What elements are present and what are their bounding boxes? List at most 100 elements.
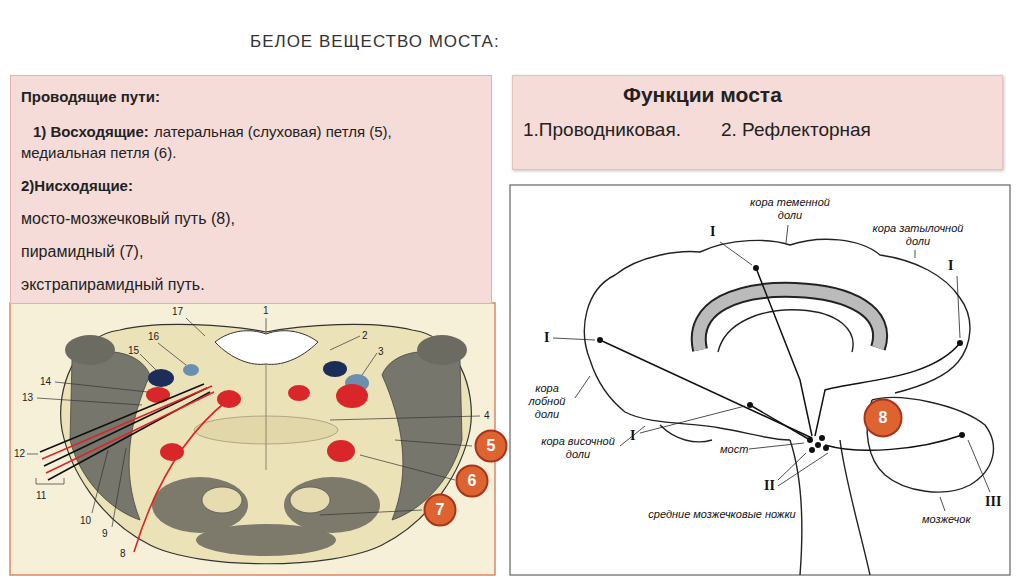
- pathway-numeral: II: [764, 478, 775, 493]
- callout-number: 15: [128, 345, 139, 356]
- callout-circle: 7: [423, 493, 457, 527]
- pons-section: [148, 369, 174, 387]
- brain-sagittal: [747, 402, 753, 408]
- pons-section: [55, 382, 148, 392]
- callout-number: 1: [263, 305, 269, 316]
- text-panel: Проводящие пути:1) Восходящие:латеральна…: [10, 75, 492, 304]
- callout-number: 2: [362, 330, 368, 341]
- brain-sagittal: [718, 310, 853, 352]
- brain-sagittal: [660, 425, 712, 442]
- callout-number: 16: [148, 331, 159, 342]
- brain-sagittal: [778, 453, 806, 480]
- brain-sagittal: [915, 250, 916, 258]
- pons-section: [61, 324, 472, 563]
- pons-section: [284, 477, 380, 533]
- brain-sagittal: [753, 265, 759, 271]
- brain-sagittal: [778, 453, 828, 486]
- circle-fill: [457, 466, 488, 497]
- brain-sagittal: [510, 185, 1010, 575]
- pathway-numeral: I: [948, 258, 953, 273]
- brain-sagittal: [819, 435, 825, 441]
- pons-section: [215, 331, 318, 365]
- anatomy-label: мост: [720, 443, 748, 456]
- brain-sagittal: [809, 447, 815, 453]
- pons-section: [290, 487, 330, 513]
- pons-section: [186, 318, 205, 336]
- brain-sagittal: [584, 239, 993, 575]
- brain-sagittal: [553, 338, 595, 340]
- pons-section: [10, 303, 495, 575]
- pons-section: [158, 343, 186, 365]
- brain-sagittal: [957, 276, 960, 338]
- pons-section: [40, 384, 204, 452]
- panel-text: пирамидный (7),: [21, 241, 481, 262]
- callout-number: 11: [36, 490, 46, 501]
- pons-section: [134, 400, 228, 552]
- brain-sagittal: [600, 268, 962, 450]
- brain-sagittal: [786, 225, 788, 243]
- circle-fill: [476, 431, 507, 462]
- callout-number: 6: [468, 472, 477, 490]
- circle-fill: [865, 400, 902, 437]
- anatomy-label: мозжечок: [922, 513, 971, 526]
- brain-sagittal: [968, 440, 990, 492]
- pons-section: [395, 440, 472, 446]
- callout-number: 8: [120, 548, 126, 559]
- pons-section: [417, 335, 467, 365]
- callout-number: 9: [102, 528, 108, 539]
- pons-section: [323, 361, 347, 377]
- anatomy-label: кора лобной доли: [522, 382, 572, 421]
- pons-section: [92, 450, 108, 513]
- anatomy-label: средние мозжечковые ножки: [642, 508, 802, 521]
- pons-section: [327, 440, 355, 462]
- brain-sagittal: [575, 376, 590, 398]
- brain-sagittal: [720, 242, 752, 265]
- pons-section: [44, 388, 207, 466]
- pathway-numeral: I: [710, 224, 715, 239]
- pons-section: [112, 448, 126, 527]
- pons-section: [10, 303, 495, 575]
- brain-sagittal: [940, 497, 945, 511]
- callout-circle: 8: [863, 398, 903, 438]
- pons-section: [266, 318, 267, 333]
- pons-section: [288, 385, 310, 401]
- pons-section: [146, 387, 170, 403]
- brain-sagittal: [807, 437, 813, 443]
- brain-sagittal: [815, 442, 821, 448]
- pons-section: [336, 384, 368, 408]
- brain-sagittal: [756, 268, 812, 436]
- pons-section: [360, 455, 455, 480]
- brain-sagittal: [597, 265, 965, 453]
- panel-text: экстрапирамидный путь.: [21, 274, 481, 295]
- pons-section: [27, 318, 480, 527]
- brain-sagittal: [790, 440, 802, 575]
- brain-sagittal: [597, 337, 603, 343]
- pons-section: [152, 477, 248, 533]
- pons-section: [36, 478, 64, 484]
- brain-sagittal: [553, 225, 990, 511]
- anatomy-label: кора теменной доли: [745, 196, 835, 222]
- brain-sagittal: [957, 340, 963, 346]
- panel-text: мосто-мозжечковый путь (8),: [21, 208, 481, 229]
- brain-sagittal: [640, 406, 745, 433]
- panel-text: 1.Проводниковая.: [523, 119, 681, 140]
- brain-sagittal: [584, 239, 970, 393]
- pons-section: [320, 510, 422, 515]
- callout-number: 14: [40, 376, 51, 387]
- callout-number: 13: [22, 392, 33, 403]
- pons-section: [40, 384, 228, 552]
- pathway-numeral: I: [544, 330, 549, 345]
- brain-sagittal: [825, 435, 962, 450]
- pons-section: [70, 352, 150, 520]
- callout-number: 17: [172, 306, 183, 317]
- brain-sagittal: [620, 426, 645, 446]
- pons-section: [140, 354, 156, 370]
- brain-sagittal: [510, 185, 1010, 575]
- brain-sagittal: [823, 445, 829, 451]
- callout-circle: 6: [455, 464, 489, 498]
- pons-section: [196, 524, 336, 556]
- pons-section: [65, 335, 115, 365]
- panel-text: 1) Восходящие:: [33, 123, 149, 140]
- callout-number: 7: [436, 501, 445, 519]
